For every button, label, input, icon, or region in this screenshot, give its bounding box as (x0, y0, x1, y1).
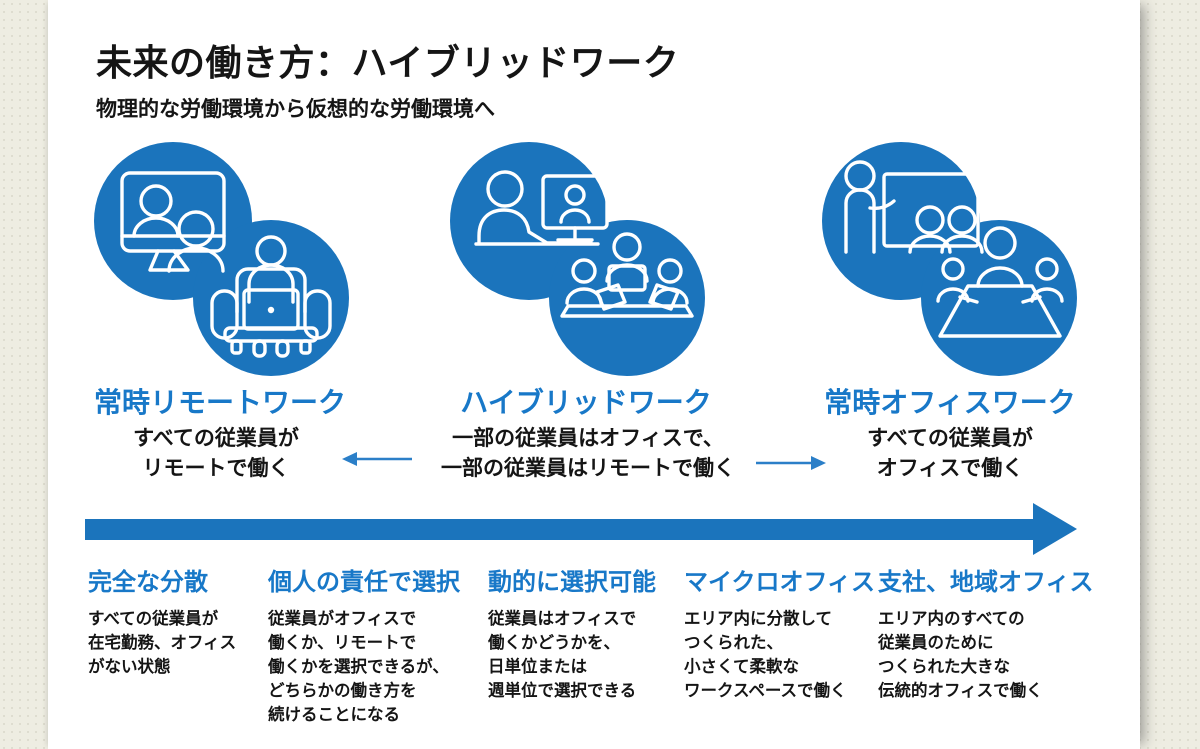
spectrum-column-label: 個人の責任で選択 (268, 569, 460, 596)
spectrum-column-dynamic-choice: 動的に選択可能 従業員はオフィスで 働くかどうかを、 日単位または 週単位で選択… (488, 562, 684, 704)
spectrum-column-branch-regional-office: 支社、地域オフィス エリア内のすべての 従業員のために つくられた大きな 伝統的… (878, 562, 1100, 704)
page-title: 未来の働き方：ハイブリッドワーク (96, 42, 680, 83)
spectrum-column-description: 従業員はオフィスで 働くかどうかを、 日単位または 週単位で選択できる (488, 610, 637, 700)
remote-work-icon-group (92, 140, 352, 380)
spectrum-column-label: 完全な分散 (88, 569, 208, 596)
spectrum-column-label: 支社、地域オフィス (878, 569, 1094, 596)
spectrum-arrow-head-icon (1033, 503, 1077, 555)
spectrum-column-description: エリア内に分散して つくられた、 小さくて柔軟な ワークスペースで働く (684, 610, 847, 700)
hybrid-work-icon-group (448, 140, 708, 380)
spectrum-column-label: 動的に選択可能 (488, 569, 656, 596)
spectrum-column-individual-choice: 個人の責任で選択 従業員がオフィスで 働くか、リモートで 働くかを選択できるが、… (268, 562, 486, 728)
mode-desc-hybrid: 一部の従業員はオフィスで、 一部の従業員はリモートで働く (441, 427, 735, 481)
mode-label-remote: 常時リモートワーク (93, 387, 346, 418)
conference-table-icon (936, 226, 1064, 338)
person-on-couch-laptop-icon (210, 235, 332, 358)
arrow-left-icon (342, 452, 412, 466)
spectrum-column-label: マイクロオフィス (684, 569, 876, 596)
mode-desc-office: すべての従業員が オフィスで働く (867, 427, 1033, 481)
presenter-whiteboard-icon (844, 160, 984, 254)
person-at-desk-video-call-icon (474, 170, 609, 246)
spectrum-arrow (85, 503, 1077, 555)
office-work-icon-group (820, 140, 1080, 380)
mode-label-office: 常時オフィスワーク (824, 387, 1076, 418)
mode-label-hybrid: ハイブリッドワーク (460, 387, 712, 418)
spectrum-arrow-shaft (85, 519, 1034, 540)
spectrum-column-micro-office: マイクロオフィス エリア内に分散して つくられた、 小さくて柔軟な ワークスペー… (684, 562, 880, 704)
spectrum-column-description: すべての従業員が 在宅勤務、オフィス がない状態 (88, 610, 237, 676)
page-subtitle: 物理的な労働環境から仮想的な労働環境へ (96, 98, 495, 121)
spectrum-column-description: エリア内のすべての 従業員のために つくられた大きな 伝統的オフィスで働く (878, 610, 1043, 700)
video-call-monitor-icon (120, 171, 226, 273)
spectrum-column-description: 従業員がオフィスで 働くか、リモートで 働くかを選択できるが、 どちらかの働き方… (268, 610, 449, 724)
spectrum-column-fully-distributed: 完全な分散 すべての従業員が 在宅勤務、オフィス がない状態 (88, 562, 278, 680)
mode-desc-remote: すべての従業員が リモートで働く (133, 427, 299, 481)
arrow-right-icon (756, 456, 826, 470)
team-table-laptops-icon (560, 232, 694, 318)
content-card: 未来の働き方：ハイブリッドワーク 物理的な労働環境から仮想的な労働環境へ (48, 0, 1140, 749)
